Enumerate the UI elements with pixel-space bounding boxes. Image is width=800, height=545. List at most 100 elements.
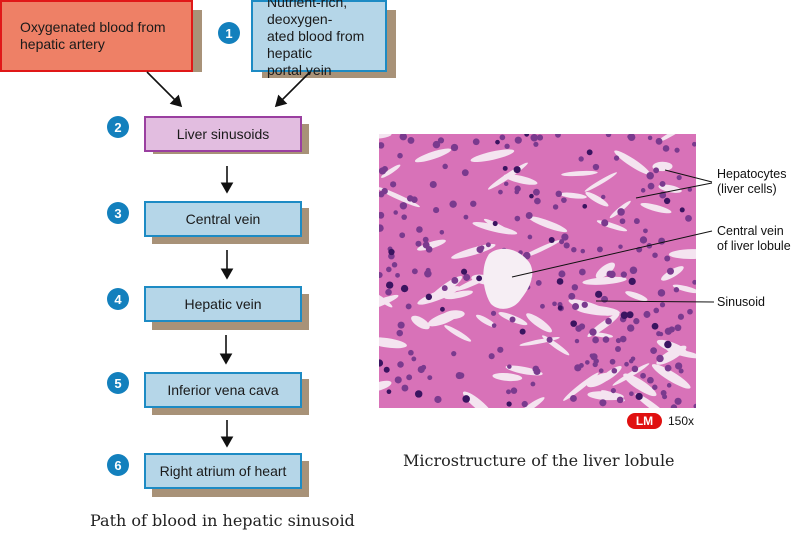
hepatocyte-nucleus [535,280,542,286]
hepatocyte-nucleus [394,376,402,384]
hepatocyte-nucleus [406,195,414,202]
hepatocyte-nucleus [490,310,497,316]
hepatocyte-nucleus [416,226,423,233]
hepatocyte-nucleus [561,197,567,203]
step-badge-5: 5 [107,372,129,394]
hepatocyte-nucleus [506,401,512,407]
hepatocytes-label-line-2: (liver cells) [717,182,777,196]
sinusoid-space [640,202,672,214]
hepatocyte-nucleus [574,338,580,344]
hepatocyte-nucleus [530,381,536,387]
hepatocyte-nucleus [470,200,477,207]
sinusoid-space [455,273,493,291]
hepatocyte-nucleus [570,320,577,327]
hepatocyte-nucleus [655,137,663,145]
hepatocyte-nucleus [457,372,465,379]
hepatocyte-nucleus [668,326,675,333]
hepatocyte-nucleus [666,267,674,275]
hepatocyte-nucleus [397,321,405,329]
hepatocyte-nucleus [386,389,392,395]
hepatocyte-nucleus [610,388,616,394]
hepatocyte-nucleus [379,359,384,367]
hepatocyte-nucleus [679,207,685,213]
hepatocyte-nucleus [533,141,539,147]
sinusoid-label: Sinusoid [717,295,765,309]
hepatocyte-nucleus [643,310,651,318]
hepatocyte-nucleus [386,281,394,289]
hepatocyte-nucleus [617,208,625,216]
hepatocyte-nucleus [589,353,595,358]
hepatocyte-nucleus [381,187,388,195]
hepatocyte-nucleus [396,329,403,337]
hepatocyte-nucleus [546,336,553,343]
hepatocyte-nucleus [502,165,508,171]
hepatocyte-nucleus [640,372,646,379]
hepatocyte-nucleus [674,397,682,405]
hepatocyte-nucleus [653,167,660,174]
sinusoid-space [379,134,392,139]
hepatocyte-nucleus [497,346,504,353]
hepatocyte-nucleus [630,356,636,362]
hepatocyte-nucleus [670,404,678,408]
hepatocyte-nucleus [393,210,398,215]
hepatocyte-nucleus [626,311,634,319]
hepatocyte-nucleus [407,136,415,144]
hepatocyte-nucleus [631,365,639,373]
step-badge-2: 2 [107,116,129,138]
hepatocyte-nucleus [592,163,600,171]
hepatocyte-nucleus [461,268,468,275]
hepatocyte-nucleus [557,305,563,311]
hepatocyte-nucleus [558,270,566,278]
hepatocyte-nucleus [581,301,588,308]
hepatocyte-nucleus [509,316,516,323]
hepatocyte-nucleus [498,189,503,195]
hepatocyte-nucleus [601,194,606,200]
sinusoid-space [568,299,612,316]
hepatocyte-nucleus [530,134,538,142]
sinusoid-space [672,284,696,294]
hepatocyte-nucleus [692,279,696,285]
hepatocyte-nucleus [633,218,640,225]
hepatocyte-nucleus [441,285,448,292]
sinusoid-space [518,397,545,408]
hepatocyte-nucleus [659,191,667,199]
hepatocyte-nucleus [525,212,533,219]
hepatocyte-nucleus [540,303,545,309]
hepatocyte-nucleus [532,365,540,373]
hepatocyte-nucleus [527,234,533,240]
sinusoid-space [492,372,523,382]
hepatocyte-nucleus [408,349,414,356]
hepatocyte-nucleus [673,287,680,293]
hepatocyte-nucleus [662,145,670,152]
hepatocyte-nucleus [425,267,431,273]
hepatocyte-nucleus [646,243,653,249]
hepatocyte-nucleus [582,204,588,209]
hepatocyte-nucleus [524,134,530,137]
arterial-line-2: hepatic artery [20,36,105,52]
hepatocyte-nucleus [519,328,526,335]
hepatocyte-nucleus [399,134,408,141]
hepatocyte-nucleus [653,307,660,314]
hepatocyte-nucleus [379,167,387,175]
sinusoid-space [451,243,496,259]
hepatocyte-nucleus [439,230,445,235]
hepatocyte-nucleus [401,384,409,392]
hepatocyte-nucleus [462,395,470,403]
hepatocyte-nucleus [651,322,659,330]
hepatocyte-nucleus [592,336,599,344]
sinusoid-space [563,372,599,401]
hepatic-artery-box: Oxygenated blood from hepatic artery [0,0,193,72]
hepatocyte-nucleus [639,236,648,244]
sinusoid-space [561,170,598,177]
hepatocyte-nucleus [399,232,406,239]
hepatocyte-nucleus [629,266,638,275]
hepatocyte-nucleus [579,268,586,276]
hepatocyte-nucleus [629,391,634,397]
hepatocyte-nucleus [411,356,417,362]
hepatocyte-nucleus [613,155,620,161]
hepatocyte-nucleus [442,163,448,170]
sinusoid-space [657,134,685,143]
hepatocyte-nucleus [609,358,616,365]
micrograph-caption: Microstructure of the liver lobule [403,451,675,470]
hepatocyte-nucleus [485,242,491,248]
